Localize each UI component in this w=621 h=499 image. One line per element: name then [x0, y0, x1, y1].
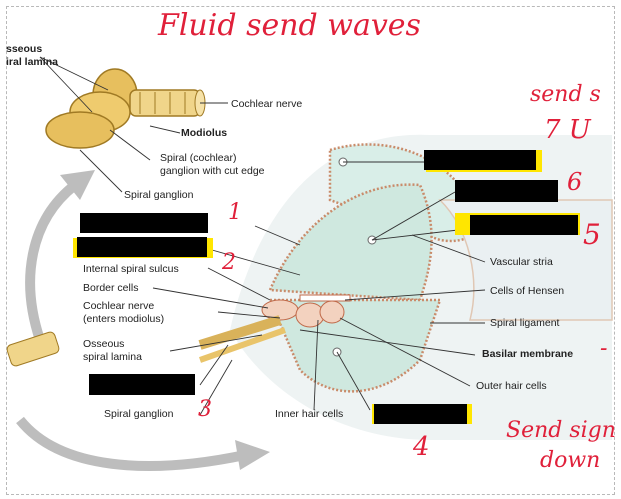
redacted-label — [455, 180, 558, 202]
redacted-label — [470, 215, 578, 235]
label-border-cells: Border cells — [83, 282, 139, 294]
label-spiral-ligament: Spiral ligament — [490, 317, 560, 329]
handwritten-send-top: send s — [530, 82, 601, 107]
label-inner-hair-cells: Inner hair cells — [275, 408, 344, 420]
redacted-label — [77, 237, 207, 257]
handwritten-num-3: 3 — [198, 397, 212, 422]
label-vascular-stria: Vascular stria — [490, 256, 553, 268]
label-spiral-ganglion: Spiral ganglion — [124, 189, 194, 201]
handwritten-down: down — [540, 448, 601, 473]
label-outer-hair-cells: Outer hair cells — [476, 380, 547, 392]
curved-arrow-down-head — [235, 440, 270, 470]
handwritten-num-4: 4 — [413, 432, 430, 462]
handwritten-num-1: 1 — [228, 200, 242, 225]
redacted-label — [424, 150, 536, 170]
cochlear-duct-section — [198, 134, 613, 440]
handwritten-dash: - — [600, 336, 608, 361]
image-frame — [6, 6, 615, 495]
handwritten-num-2: 2 — [222, 250, 236, 275]
label-spiral-ganglion-bottom: Spiral ganglion — [104, 408, 174, 420]
label-basilar-membrane: Basilar membrane — [482, 348, 574, 360]
curved-arrow-down — [16, 416, 247, 471]
label-modiolus: Modiolus — [181, 127, 228, 139]
curved-arrow-up — [25, 181, 79, 342]
handwritten-title: Fluid send waves — [158, 8, 421, 43]
label-spiral-cochlear: Spiral (cochlear) — [160, 152, 237, 164]
modiolus-coil — [45, 68, 206, 149]
label-osseous-1: Osseous — [83, 338, 125, 350]
handwritten-num-5: 5 — [583, 218, 601, 251]
nerve-stub — [6, 331, 60, 367]
leader-lines — [39, 56, 486, 416]
label-cochlear-nerve: Cochlear nerve — [231, 98, 303, 110]
handwritten-send-signal: Send sign — [506, 418, 616, 443]
redacted-label — [374, 404, 467, 424]
redacted-label — [89, 374, 195, 395]
label-cochlear-nerve-enters-2: (enters modiolus) — [83, 313, 165, 325]
curved-arrow-up-head — [60, 170, 95, 200]
label-cells-of-hensen: Cells of Hensen — [490, 285, 565, 297]
handwritten-7u: 7 U — [544, 115, 591, 145]
label-internal-spiral-sulcus: Internal spiral sulcus — [83, 263, 179, 275]
redacted-label — [80, 213, 208, 233]
label-spiral-lamina-top: iral lamina — [6, 56, 58, 68]
handwritten-num-6: 6 — [567, 168, 583, 196]
label-cochlear-nerve-enters-1: Cochlear nerve — [83, 300, 155, 312]
label-osseous-top: sseous — [6, 43, 43, 55]
label-ganglion-cut-edge: ganglion with cut edge — [160, 165, 265, 177]
label-osseous-2: spiral lamina — [83, 351, 142, 363]
